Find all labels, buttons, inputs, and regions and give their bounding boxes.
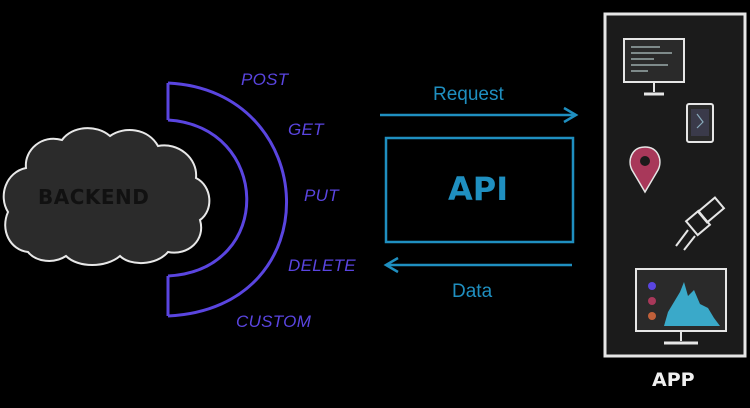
method-get-label: GET bbox=[288, 120, 324, 139]
tv-dashboard-icon bbox=[635, 268, 727, 345]
method-post-label: POST bbox=[241, 70, 289, 89]
usb-plug-icon bbox=[675, 196, 726, 251]
tablet-icon bbox=[686, 103, 714, 143]
method-delete-label: DELETE bbox=[288, 256, 356, 275]
data-label: Data bbox=[452, 281, 493, 302]
method-custom-label: CUSTOM bbox=[236, 312, 312, 331]
map-pin-icon bbox=[629, 146, 661, 194]
api-box bbox=[384, 136, 575, 244]
request-label: Request bbox=[433, 84, 504, 105]
api-label: API bbox=[448, 170, 509, 208]
method-put-label: PUT bbox=[304, 186, 339, 205]
backend-label: BACKEND bbox=[38, 185, 150, 209]
data-arrow bbox=[383, 256, 572, 274]
request-arrow bbox=[380, 106, 579, 124]
app-label: APP bbox=[652, 369, 695, 391]
method-gateway-arc bbox=[166, 81, 288, 318]
backend-cloud bbox=[2, 127, 211, 266]
desktop-monitor-icon bbox=[623, 38, 685, 96]
